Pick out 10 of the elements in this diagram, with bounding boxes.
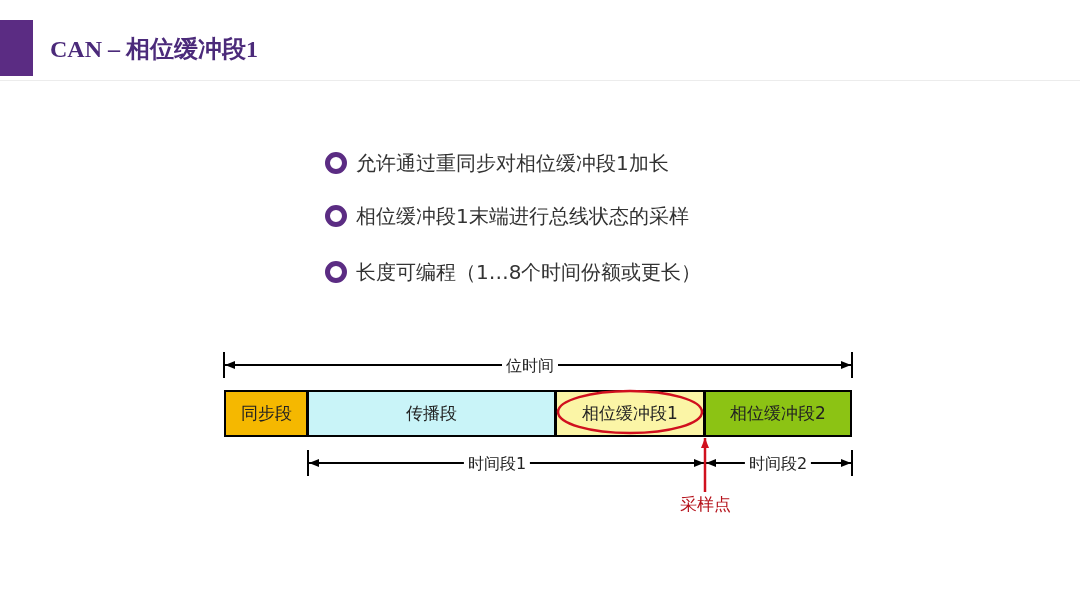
sample-point-label: 采样点 [667, 492, 743, 516]
bullet-text: 长度可编程（1…8个时间份额或更长） [356, 258, 702, 286]
bullet-text: 允许通过重同步对相位缓冲段1加长 [356, 149, 669, 177]
segment-box: 相位缓冲段2 [705, 390, 852, 437]
bullet-text: 相位缓冲段1末端进行总线状态的采样 [356, 202, 689, 230]
arrow [701, 438, 709, 492]
segment-box: 同步段 [224, 390, 308, 437]
slide-title: CAN – 相位缓冲段1 [50, 35, 258, 64]
dimension-label: 位时间 [502, 355, 558, 377]
segment-box: 传播段 [308, 390, 556, 437]
